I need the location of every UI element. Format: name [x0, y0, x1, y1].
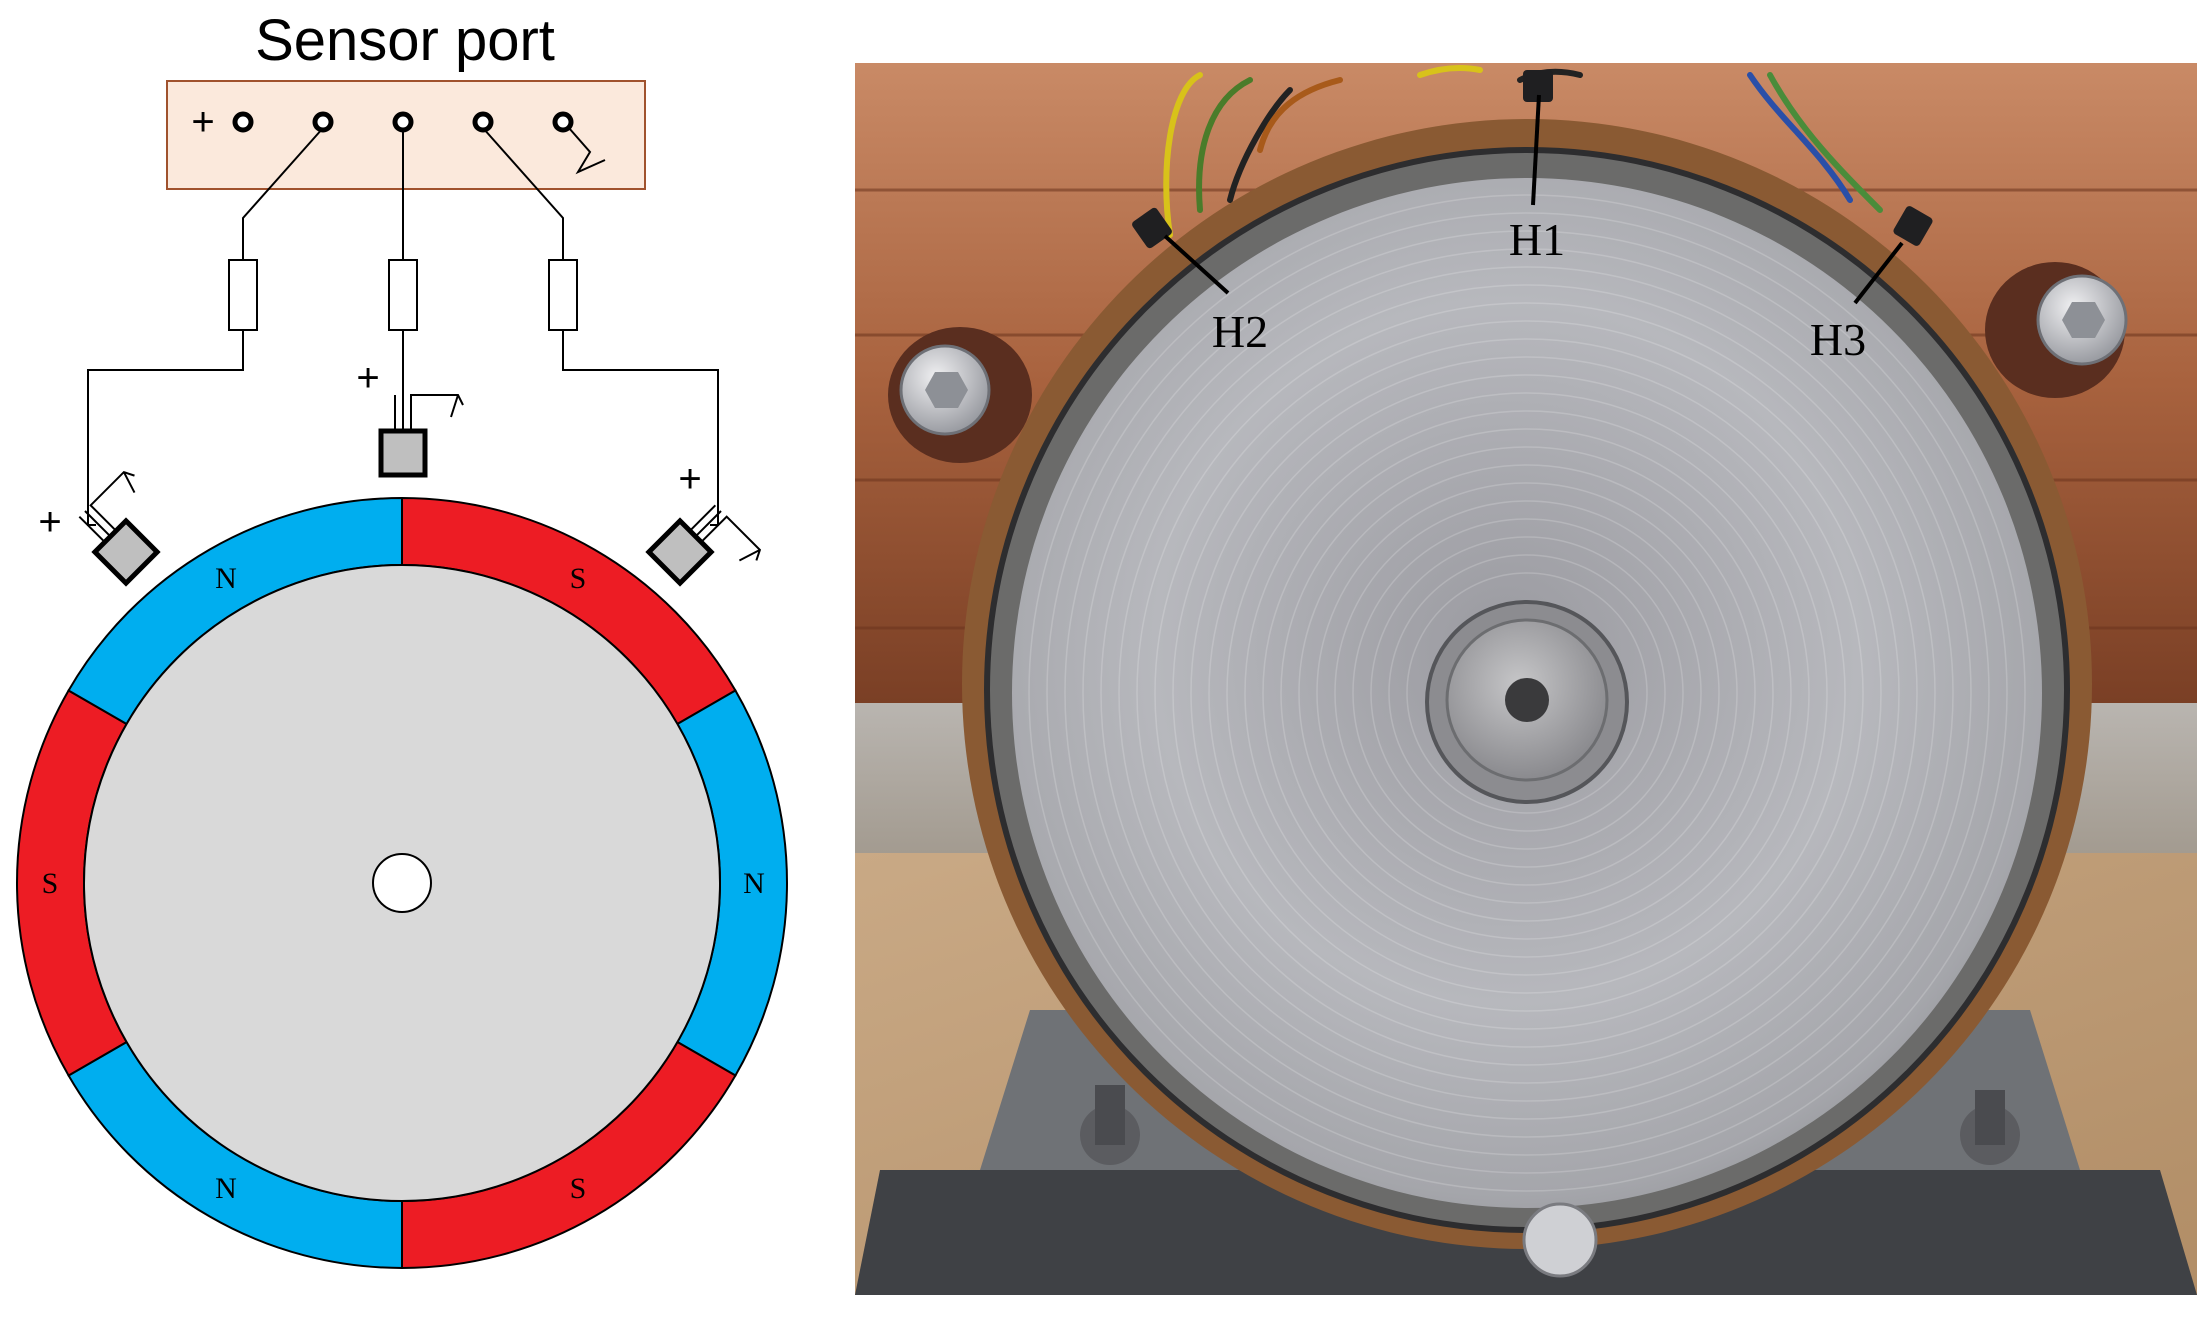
pole-label: N	[215, 1172, 237, 1205]
machining-ring	[1154, 320, 1900, 1066]
machining-ring	[1118, 284, 1936, 1102]
resistor	[548, 259, 578, 331]
machining-ring	[1208, 374, 1846, 1012]
machining-ring	[1028, 194, 2026, 1192]
port-terminal	[232, 111, 254, 133]
left-mount-bolt	[888, 327, 1032, 463]
rotor-magnet-ring	[16, 496, 788, 1270]
machining-ring	[1226, 392, 1828, 994]
hall-sensor	[378, 394, 464, 478]
port-terminal	[552, 111, 574, 133]
sensor-plus-sign: +	[356, 356, 379, 400]
pole-label: N	[215, 562, 237, 595]
pole-label: S	[42, 867, 59, 900]
hall-sensor-h2-body	[1132, 207, 1172, 249]
port-ground-symbol	[568, 127, 606, 175]
sensor-label-h2: H2	[1212, 306, 1268, 357]
machining-ring	[1100, 266, 1954, 1120]
sensor-wiring	[87, 127, 719, 526]
resistor	[228, 259, 258, 331]
machining-ring	[1388, 554, 1666, 832]
sensor-leader-lines	[1163, 94, 1904, 305]
sensor-ground-lead	[89, 470, 136, 532]
machining-ring	[1316, 482, 1738, 904]
pole-label: N	[743, 867, 765, 900]
wire	[242, 127, 324, 260]
right-mount-bolt	[1985, 262, 2128, 398]
machining-ring	[1370, 536, 1684, 850]
sensor-port-box	[166, 80, 646, 190]
hall-sensor-h1-body	[1523, 70, 1553, 102]
hall-sensors: + + +	[38, 356, 762, 587]
pole-labels: N S N S N S	[42, 562, 765, 1205]
resistor	[388, 259, 418, 331]
pole-label: S	[570, 1172, 587, 1205]
sensor-cables	[1163, 64, 1883, 238]
sensor-lead	[78, 515, 106, 543]
sensor-ground-lead	[410, 394, 464, 431]
sensor-plus-sign: +	[38, 500, 61, 544]
machining-ring	[1298, 464, 1756, 922]
motor-photo: H1 H2 H3	[855, 63, 2197, 1295]
motor-schematic: Sensor port + + + + N S N S N S	[16, 8, 788, 1270]
machining-ring	[1136, 302, 1918, 1084]
sensor-plus-sign: +	[678, 457, 701, 501]
machining-ring	[1262, 428, 1792, 958]
port-terminal	[472, 111, 494, 133]
machining-ring	[1064, 230, 1990, 1156]
machining-ring	[1334, 500, 1720, 886]
sensor-lead	[694, 510, 722, 538]
base-bolts	[1080, 1085, 2020, 1278]
sensor-port-title: Sensor port	[255, 8, 555, 73]
machining-ring	[1244, 410, 1810, 976]
sensor-label-h1: H1	[1509, 214, 1565, 265]
rotor-shaft-hole	[372, 853, 432, 913]
sensor-resistors	[228, 259, 578, 331]
port-terminals	[232, 111, 606, 175]
machining-ring	[1280, 446, 1774, 940]
sensor-ground-lead	[700, 515, 762, 562]
machining-ring	[1046, 212, 2008, 1174]
sensor-lead	[84, 510, 112, 538]
sensor-lead	[689, 504, 717, 532]
hall-sensor-h3-body	[1893, 206, 1933, 246]
wire	[87, 330, 244, 526]
machining-ring	[1172, 338, 1882, 1048]
hall-sensor	[78, 470, 161, 587]
port-terminal	[392, 111, 414, 133]
machining-ring	[1406, 572, 1648, 814]
shaft-bore	[1505, 678, 1549, 722]
wire	[562, 330, 719, 526]
pole-label: S	[570, 562, 587, 595]
hall-sensor	[645, 504, 762, 587]
sensor-label-h3: H3	[1810, 314, 1866, 365]
wire	[482, 127, 564, 260]
port-terminal	[312, 111, 334, 133]
machining-ring	[1352, 518, 1702, 868]
machining-ring	[1190, 356, 1864, 1030]
machining-ring	[1082, 248, 1972, 1138]
hall-sensor-body	[378, 428, 428, 478]
port-plus-sign: +	[191, 100, 214, 144]
end-cover-machining-rings	[1028, 194, 2026, 1192]
